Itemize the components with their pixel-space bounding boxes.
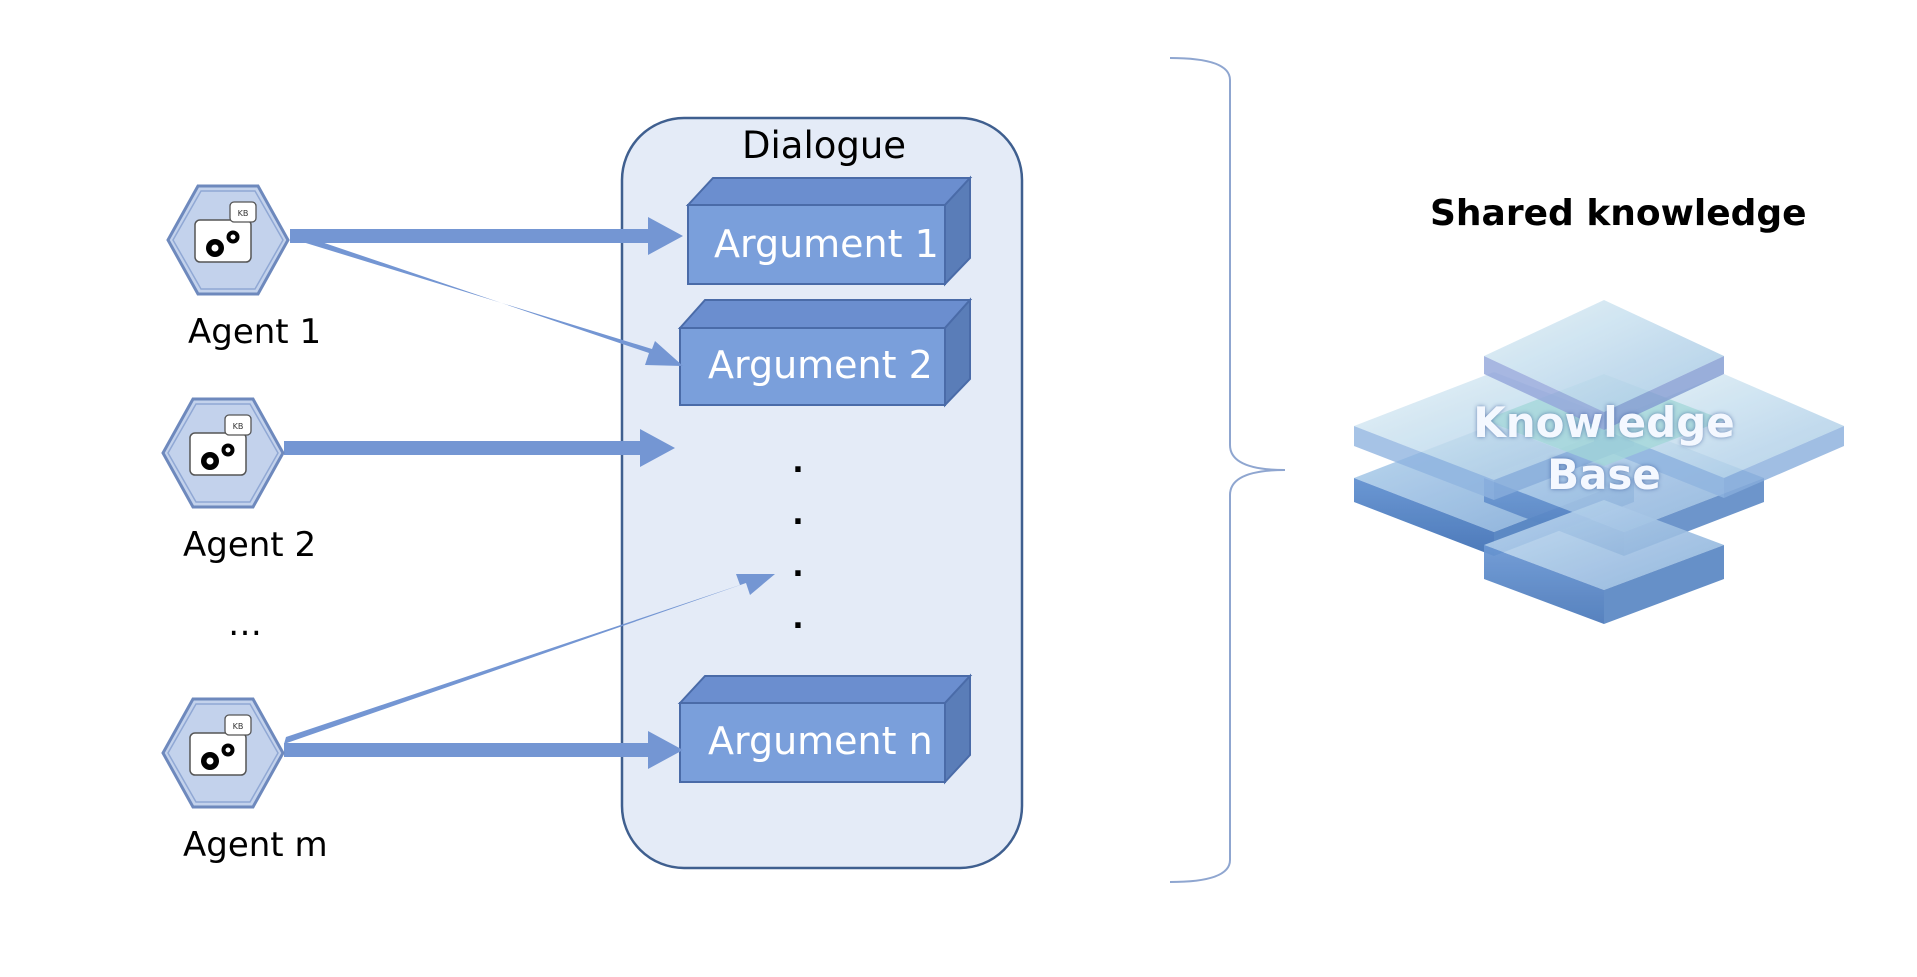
agent-1-label: Agent 1 xyxy=(188,312,322,352)
kb-badge-text: KB xyxy=(233,422,244,431)
agent-m-label: Agent m xyxy=(183,825,328,865)
kb-database-icon: KB xyxy=(224,414,252,436)
dialogue-dot-3: . xyxy=(792,549,803,584)
agents-ellipsis: … xyxy=(228,604,262,644)
dialogue-dot-4: . xyxy=(792,601,803,636)
argument-1-box xyxy=(685,175,973,287)
argument-2-box xyxy=(677,297,973,408)
shared-knowledge-title: Shared knowledge xyxy=(1430,193,1807,234)
argument-2-label: Argument 2 xyxy=(708,343,933,387)
knowledge-base-label-line2: Base xyxy=(1547,450,1661,499)
agent-m-node: KB xyxy=(161,697,285,809)
gears-icon xyxy=(201,743,235,770)
arrow-agent2-to-dialogue xyxy=(284,429,675,467)
brace-icon xyxy=(1169,57,1286,883)
dialogue-dot-2: . xyxy=(792,497,803,532)
kb-badge-text: KB xyxy=(233,722,244,731)
arrow-agent1-to-argument1 xyxy=(290,217,683,255)
argument-1-label: Argument 1 xyxy=(714,222,939,266)
knowledge-base-icon xyxy=(1354,300,1844,624)
argument-n-label: Argument n xyxy=(708,719,933,763)
agent-panel-icon xyxy=(189,432,247,476)
dialogue-title: Dialogue xyxy=(742,124,907,167)
kb-badge-text: KB xyxy=(238,209,249,218)
agent-2-node: KB xyxy=(161,397,285,509)
knowledge-base-label-line1: Knowledge xyxy=(1473,398,1735,447)
gears-icon xyxy=(206,230,240,257)
agent-1-node: KB xyxy=(166,184,290,296)
arrow-agent1-to-argument2 xyxy=(292,232,683,366)
agent-2-label: Agent 2 xyxy=(183,525,317,565)
agent-panel-icon xyxy=(189,732,247,776)
knowledge-base-label: Knowledge Base xyxy=(1454,397,1754,501)
kb-database-icon: KB xyxy=(229,201,257,223)
dialogue-dot-1: . xyxy=(792,445,803,480)
arrow-agentm-to-argument-n xyxy=(284,731,683,769)
argument-n-box xyxy=(677,673,973,785)
kb-database-icon: KB xyxy=(224,714,252,736)
agent-panel-icon xyxy=(194,219,252,263)
gears-icon xyxy=(201,443,235,470)
